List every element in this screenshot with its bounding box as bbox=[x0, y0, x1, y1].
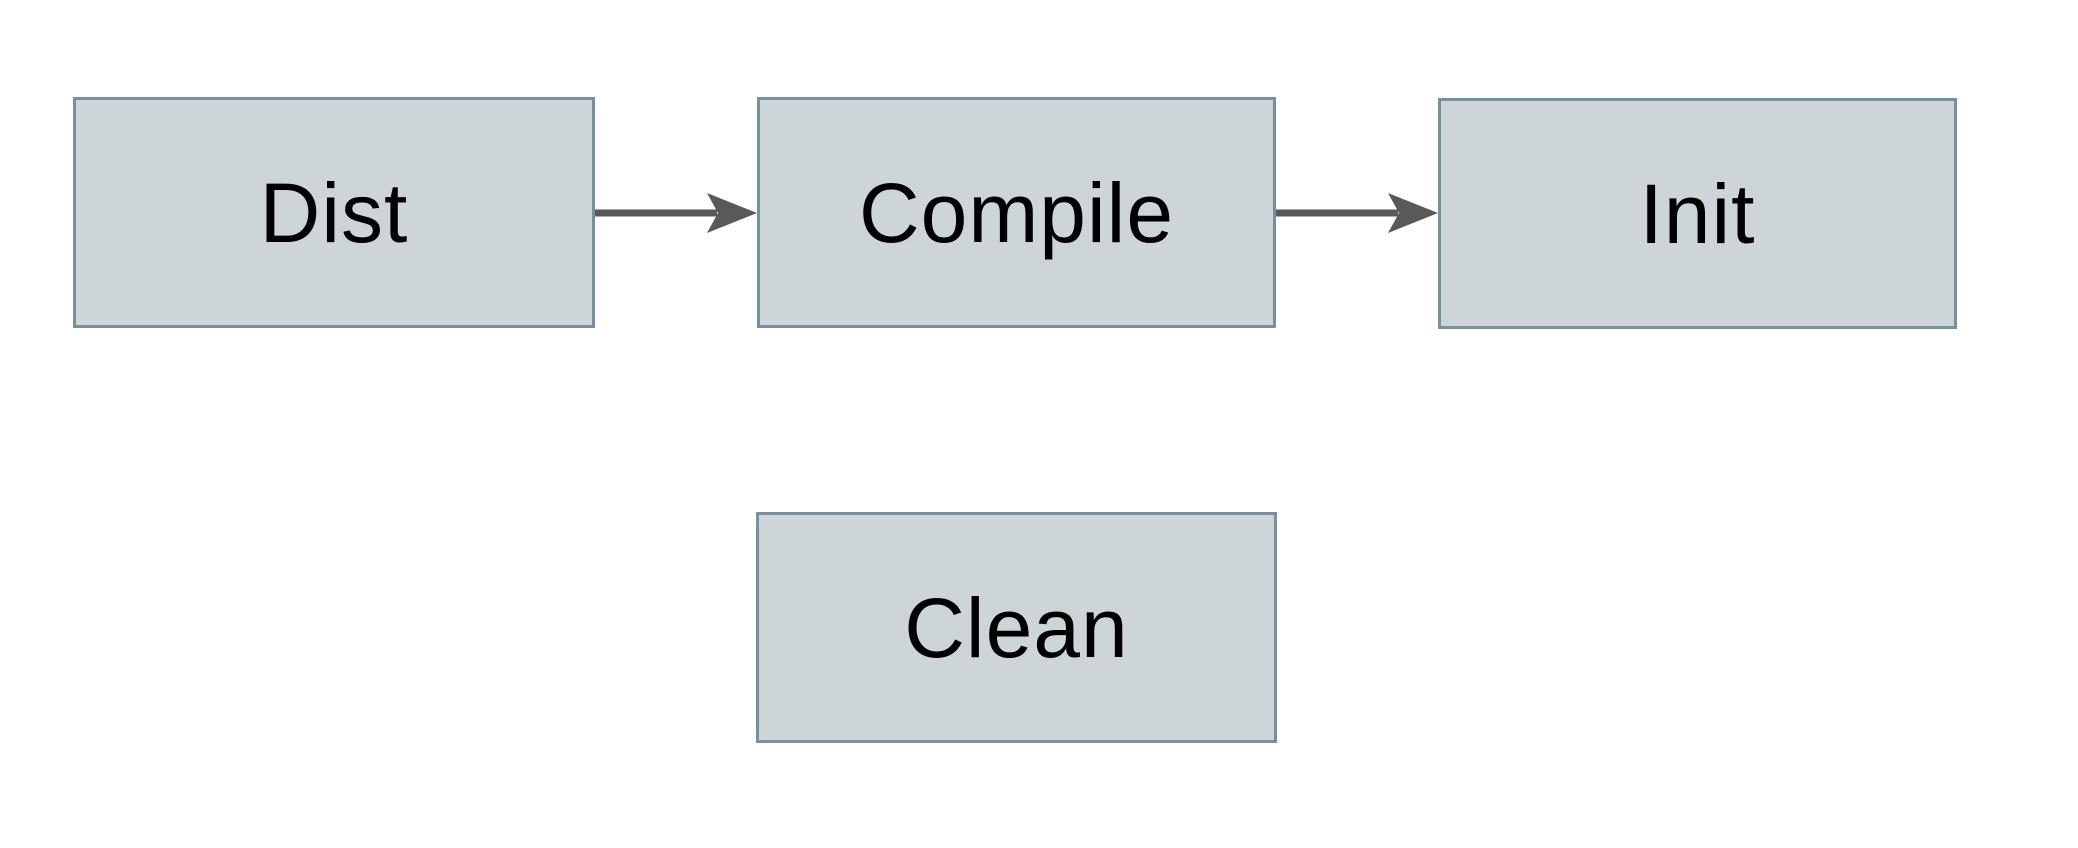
node-init[interactable]: Init bbox=[1438, 98, 1957, 329]
node-clean[interactable]: Clean bbox=[756, 512, 1277, 743]
arrow-dist-to-compile[interactable] bbox=[595, 183, 757, 243]
node-compile-label: Compile bbox=[858, 165, 1175, 260]
node-init-label: Init bbox=[1639, 166, 1756, 261]
arrow-compile-to-init[interactable] bbox=[1276, 183, 1438, 243]
node-dist[interactable]: Dist bbox=[73, 97, 595, 328]
node-compile[interactable]: Compile bbox=[757, 97, 1276, 328]
node-dist-label: Dist bbox=[259, 165, 409, 260]
node-clean-label: Clean bbox=[904, 580, 1129, 675]
